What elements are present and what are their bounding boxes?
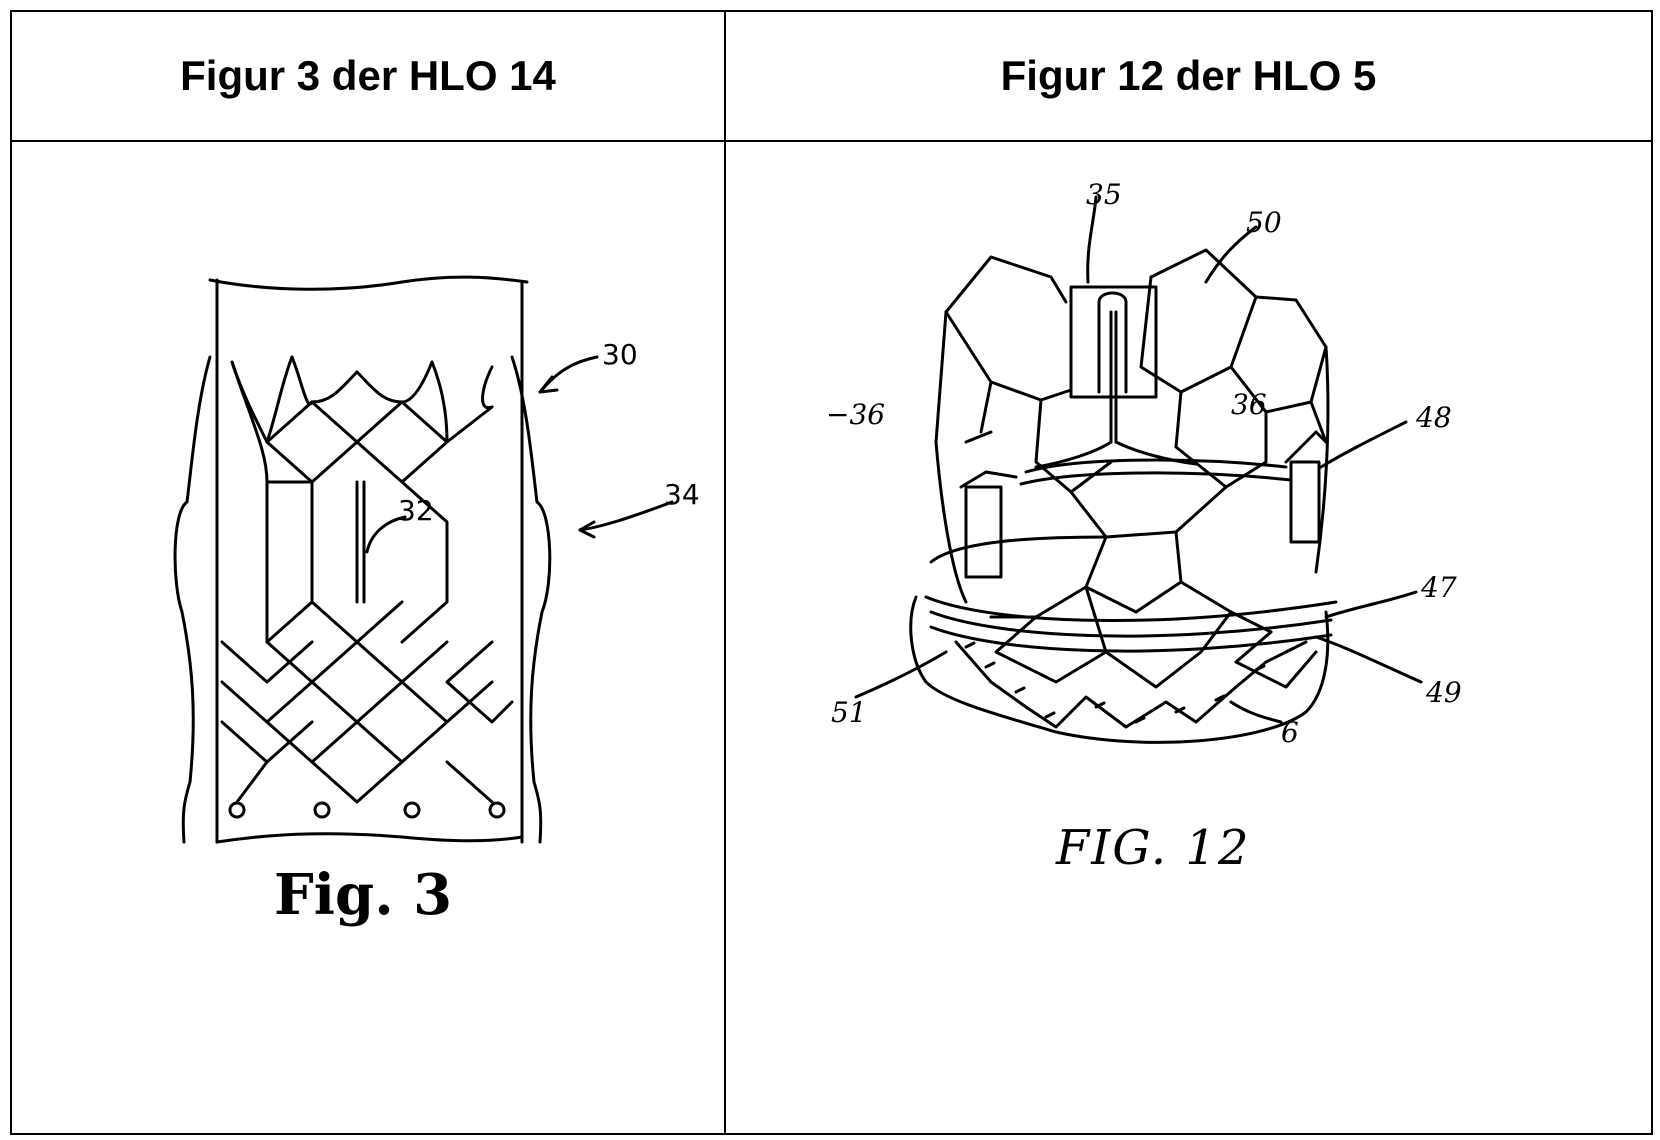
figure-12-drawing: 35 50 −36 36 48 47 49 51 6 (826, 178, 1462, 749)
header-right: Figur 12 der HLO 5 (1000, 52, 1377, 99)
figure-12-cell: 35 50 −36 36 48 47 49 51 6 FIG. 12 (726, 142, 1651, 1133)
figure-3-caption: Fig. 3 (274, 862, 453, 928)
label-51: 51 (831, 696, 867, 729)
label-35: 35 (1086, 178, 1122, 211)
label-47: 47 (1420, 571, 1457, 604)
comparison-table: Figur 3 der HLO 14 Figur 12 der HLO 5 (10, 10, 1653, 1135)
label-49: 49 (1425, 676, 1462, 709)
label-30: 30 (602, 338, 638, 371)
label-6: 6 (1281, 716, 1299, 749)
label-48: 48 (1415, 401, 1452, 434)
header-left: Figur 3 der HLO 14 (180, 52, 556, 99)
figure-12-caption: FIG. 12 (1056, 820, 1251, 876)
header-divider (12, 140, 1651, 142)
figure-3-cell: 30 32 34 Fig. 3 (12, 142, 724, 1133)
label-50: 50 (1246, 206, 1282, 239)
column-divider (724, 12, 726, 1133)
label-32: 32 (398, 494, 434, 527)
label-36-outer: −36 (826, 398, 885, 431)
figure-3-drawing: 30 32 34 (173, 275, 700, 844)
label-36-inner: 36 (1231, 388, 1267, 421)
label-34: 34 (664, 478, 700, 511)
